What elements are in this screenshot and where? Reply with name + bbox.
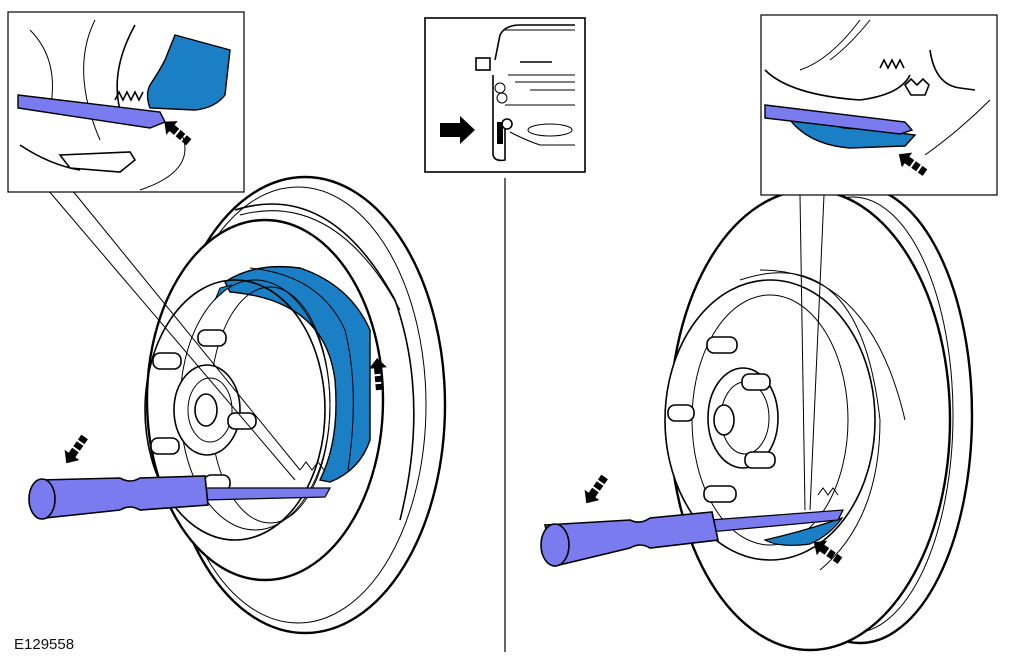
right-hub-center — [713, 404, 735, 436]
figure-id-label: E129558 — [14, 636, 75, 653]
right-screwdriver-handle — [543, 511, 719, 567]
left-arrow-down — [58, 431, 92, 469]
vehicle-side — [492, 75, 506, 162]
left-wheel-studs — [150, 329, 257, 492]
right-leader-line-1 — [799, 194, 806, 511]
right-inset-screwdriver-blade — [764, 104, 914, 135]
right-brake-assembly — [540, 185, 974, 652]
vehicle-mirror — [475, 57, 491, 71]
left-detail-inset — [7, 11, 245, 193]
location-arrow — [440, 116, 475, 144]
left-leader-line-2 — [71, 189, 301, 471]
left-screwdriver-handle — [39, 475, 209, 519]
right-inset-adjuster-wheel — [903, 77, 930, 96]
left-hub-flange — [144, 279, 326, 541]
left-adjuster-spring — [299, 461, 325, 471]
location-inset — [424, 17, 586, 173]
right-brake-shoe — [763, 516, 844, 546]
left-inset-spring — [114, 90, 144, 102]
left-brake-assembly — [28, 175, 447, 635]
left-screwdriver — [28, 475, 332, 520]
right-leader-line-2 — [809, 194, 825, 511]
right-screwdriver — [540, 509, 845, 567]
left-hub-center — [194, 393, 218, 427]
right-hub — [707, 367, 779, 469]
left-inset-brake-shoe — [146, 34, 231, 111]
left-drum-lip — [234, 203, 415, 521]
left-leader-line-1 — [47, 189, 296, 481]
right-detail-inset — [760, 14, 998, 196]
right-arrow-down — [578, 471, 612, 509]
right-inset-frame — [760, 14, 998, 196]
right-adjuster-spring — [817, 487, 839, 496]
right-wheel-studs — [667, 336, 776, 503]
vehicle-roof — [494, 24, 575, 61]
right-inset-spring — [879, 58, 905, 70]
left-inset-screwdriver-blade — [17, 94, 166, 129]
vehicle-wheel-marker — [497, 122, 503, 144]
